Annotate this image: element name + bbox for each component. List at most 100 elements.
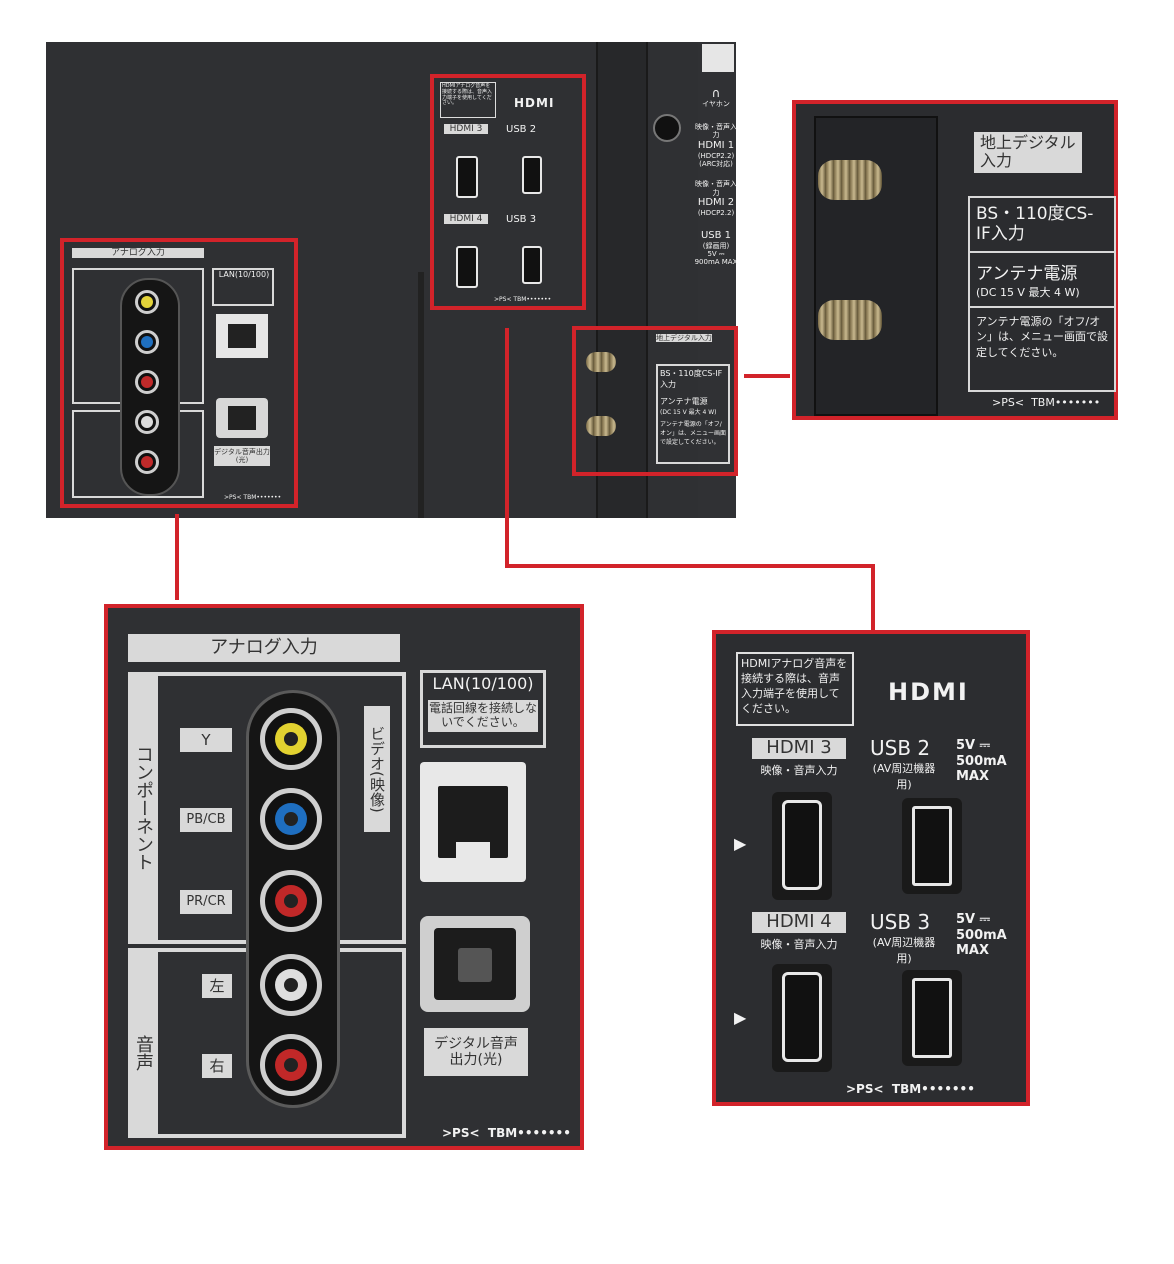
hdmi3-port[interactable] (782, 800, 822, 890)
analog-highlight-small: アナログ入力 LAN(10/100) デジタル音声出力(光) >PS< TBM•… (60, 238, 298, 508)
power-label: アンテナ電源 (976, 263, 1078, 284)
usb2-power: 5V ⎓ 500mA MAX (956, 738, 1007, 785)
antenna-info: BS・110度CS-IF入力 アンテナ電源 (DC 15 V 最大 4 W) ア… (968, 196, 1116, 392)
bs-label: BS・110度CS-IF入力 (976, 204, 1094, 245)
connector-hdmi-v1 (505, 328, 509, 568)
usb2-label-small: USB 2 (506, 124, 537, 135)
optical-port-small[interactable] (216, 398, 268, 438)
headphone-jack[interactable] (653, 114, 681, 142)
rca-pr-small[interactable] (135, 370, 159, 394)
optical-label-small: デジタル音声出力(光) (214, 446, 270, 467)
usb2-sub: (AV周辺機器用) (872, 762, 936, 791)
earphone-label: イヤホン (702, 100, 730, 109)
antenna-marking: >PS< TBM••••••• (992, 396, 1101, 409)
hdmi3-label-small: HDMI 3 (444, 124, 488, 135)
hdmi2-head: 映像・音声入力 (695, 180, 737, 197)
tv-rear-panel: ∩ イヤホン 映像・音声入力 HDMI 1 (HDCP2.2) (ARC対応) … (46, 42, 738, 518)
rca-r-small[interactable] (135, 450, 159, 474)
antenna-zoom: 地上デジタル入力 BS・110度CS-IF入力 アンテナ電源 (DC 15 V … (792, 100, 1118, 420)
label-y: Y (180, 728, 232, 752)
hdmi-highlight-small: HDMIアナログ音声を接続する際は、音声入力端子を使用してください。 HDMI … (430, 74, 586, 310)
usb1-sub: (録画用) (702, 241, 730, 250)
usb3-power: 5V ⎓ 500mA MAX (956, 912, 1007, 959)
rca-right[interactable] (260, 1034, 322, 1096)
audio-label: 音声 (128, 948, 158, 1138)
usb2-label: USB 2 (870, 736, 931, 760)
coax-bs-small[interactable] (586, 416, 616, 436)
rca-l-small[interactable] (135, 410, 159, 434)
hdmi4-port[interactable] (782, 972, 822, 1062)
coax-terrestrial-small[interactable] (586, 352, 616, 372)
usb2-port[interactable] (912, 806, 952, 886)
lan-port-small[interactable] (216, 314, 268, 358)
hdmi4-port-small[interactable] (456, 246, 478, 288)
terrestrial-label: 地上デジタル入力 (974, 132, 1082, 173)
panel-edge (596, 42, 648, 518)
usb3-port[interactable] (912, 978, 952, 1058)
hdmi-note: HDMIアナログ音声を接続する際は、音声入力端子を使用してください。 (736, 652, 854, 726)
hdmi4-label: HDMI 4 (752, 911, 846, 933)
lan-title-small: LAN(10/100) (218, 270, 270, 279)
antenna-note: アンテナ電源の「オフ/オン」は、メニュー画面で設定してください。 (976, 314, 1108, 359)
label-pr: PR/CR (180, 890, 232, 914)
component-label: コンポーネント (128, 672, 158, 944)
usb2-port-small[interactable] (522, 156, 542, 194)
connector-antenna (744, 374, 790, 378)
coax-bs[interactable] (818, 300, 882, 340)
side-top-tab (702, 44, 734, 72)
antenna-divider (970, 250, 1114, 253)
optical-port[interactable] (420, 916, 530, 1012)
hdmi3-port-small[interactable] (456, 156, 478, 198)
connector-hdmi-v2 (871, 564, 875, 630)
bs-label-small: BS・110度CS-IF入力 (660, 369, 723, 389)
lan-title: LAN(10/100) (432, 674, 534, 693)
power-label-small: アンテナ電源 (660, 397, 708, 406)
rca-y[interactable] (260, 708, 322, 770)
usb3-label-small: USB 3 (506, 214, 537, 225)
antenna-highlight-small: 地上デジタル入力 BS・110度CS-IF入力 アンテナ電源 (DC 15 V … (572, 326, 738, 476)
hdmi-marking-small: >PS< TBM••••••• (494, 296, 552, 303)
antenna-divider-2 (970, 305, 1114, 308)
hdmi-zoom: HDMIアナログ音声を接続する際は、音声入力端子を使用してください。 HDMI … (712, 630, 1030, 1106)
rca-pb[interactable] (260, 788, 322, 850)
connector-analog (175, 514, 179, 600)
hdmi4-sub: 映像・音声入力 (760, 938, 838, 951)
hdmi3-label: HDMI 3 (752, 737, 846, 759)
hdmi1-label: HDMI 1 (697, 139, 735, 151)
connector-hdmi-h (505, 564, 875, 568)
marking-small: >PS< TBM••••••• (224, 494, 282, 501)
hdmi-logo: HDMI (888, 678, 969, 706)
analog-title: アナログ入力 (128, 634, 400, 662)
hdmi-marking: >PS< TBM••••••• (846, 1082, 975, 1096)
power-spec: (DC 15 V 最大 4 W) (976, 285, 1080, 299)
analog-zoom: アナログ入力 コンポーネント 音声 Y PB/CB PR/CR 左 右 ビデオ(… (104, 604, 584, 1150)
hdmi1-hdcp: (HDCP2.2) (697, 151, 735, 160)
rca-pb-small[interactable] (135, 330, 159, 354)
rca-y-small[interactable] (135, 290, 159, 314)
usb3-port-small[interactable] (522, 246, 542, 284)
label-pb: PB/CB (180, 808, 232, 832)
lan-warning: 電話回線を接続しないでください。 (428, 700, 538, 732)
panel-seam (418, 272, 424, 518)
rca-left[interactable] (260, 954, 322, 1016)
video-label: ビデオ(映像) (364, 706, 390, 832)
hdmi1-head: 映像・音声入力 (695, 122, 737, 140)
hdmi-logo-small: HDMI (514, 96, 555, 110)
terrestrial-label-small: 地上デジタル入力 (656, 334, 712, 343)
lan-group-small (212, 268, 274, 306)
lan-port[interactable] (420, 762, 526, 882)
headphone-icon: ∩ (711, 86, 721, 100)
side-labels: ∩ イヤホン 映像・音声入力 HDMI 1 (HDCP2.2) (ARC対応) … (694, 86, 738, 267)
usb1-power: 5V ⎓ 900mA MAX (694, 249, 738, 267)
analog-title-small: アナログ入力 (72, 248, 204, 259)
analog-marking: >PS< TBM••••••• (442, 1126, 571, 1140)
label-left: 左 (202, 974, 232, 998)
hdmi2-hdcp: (HDCP2.2) (697, 209, 735, 218)
hdmi4-label-small: HDMI 4 (444, 214, 488, 225)
usb3-sub: (AV周辺機器用) (872, 936, 936, 965)
hdmi2-label: HDMI 2 (697, 197, 735, 209)
hdmi3-sub: 映像・音声入力 (760, 764, 838, 777)
coax-terrestrial[interactable] (818, 160, 882, 200)
optical-label: デジタル音声出力(光) (424, 1028, 528, 1077)
rca-pr[interactable] (260, 870, 322, 932)
